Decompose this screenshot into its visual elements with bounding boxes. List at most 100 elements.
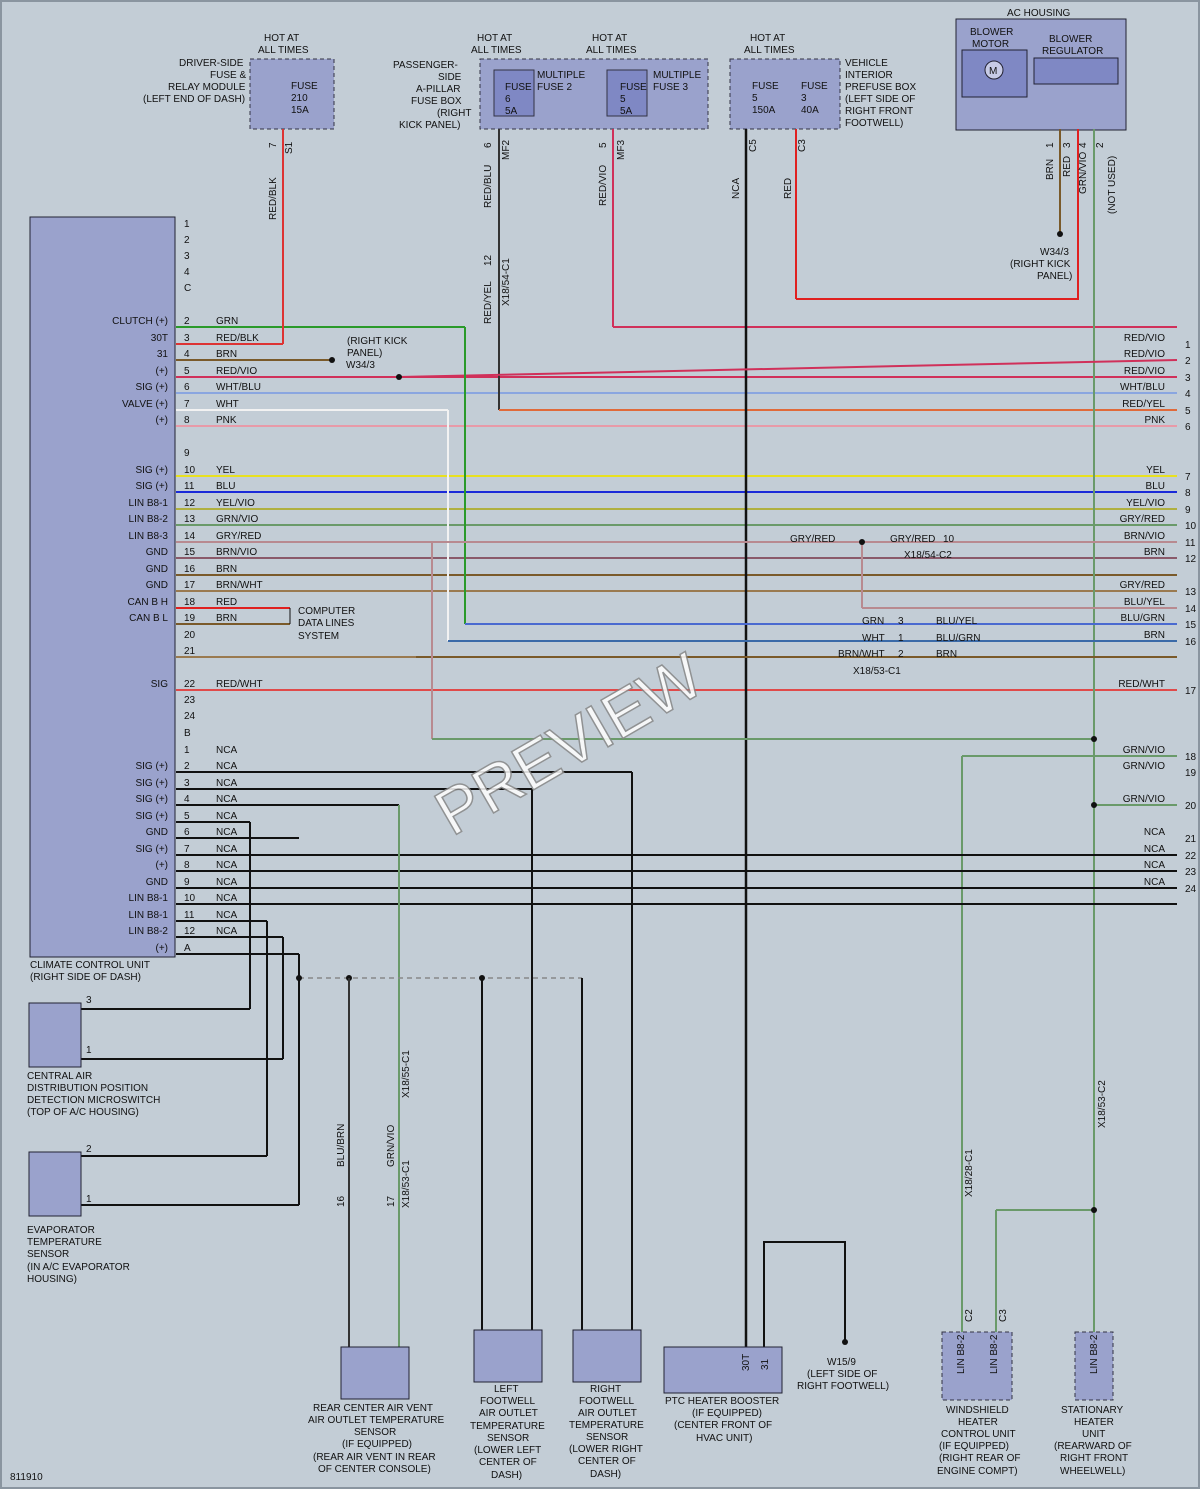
rear-vent-sensor bbox=[340, 1346, 410, 1400]
ccu-func-bot-8: GND bbox=[146, 877, 168, 888]
w34-left-label-2: PANEL) bbox=[347, 348, 382, 359]
wire-color-left-mid-4: GRN/VIO bbox=[216, 514, 258, 525]
mid-label-7: WHT bbox=[862, 633, 885, 644]
stationary-label-1: STATIONARY bbox=[1061, 1405, 1124, 1416]
fuse15-label-1: FUSE bbox=[291, 81, 318, 92]
right-fw-label-7: CENTER OF bbox=[578, 1456, 636, 1467]
mid-label-1: GRY/RED bbox=[890, 534, 935, 545]
w34-left-label-3: W34/3 bbox=[346, 360, 375, 371]
right-fw-label-5: SENSOR bbox=[586, 1432, 628, 1443]
row-num-bot-5: 21 bbox=[1185, 834, 1197, 845]
ccu-func-top-10: VALVE (+) bbox=[122, 399, 168, 410]
ccu-func-bot-10: LIN B8-1 bbox=[129, 910, 169, 921]
right-fw-label-3: AIR OUTLET bbox=[578, 1408, 637, 1419]
wire-color-right-bot-0: GRN/VIO bbox=[1123, 745, 1165, 756]
rear-vent-label-1: REAR CENTER AIR VENT bbox=[313, 1403, 433, 1414]
row-num-bot-6: 22 bbox=[1185, 851, 1197, 862]
row-num-top-11: 6 bbox=[1185, 422, 1191, 433]
wire-color-left-bot-6: NCA bbox=[216, 844, 237, 855]
ccu-pin-top-2: 3 bbox=[184, 251, 190, 262]
ccu-pin-mid-14: 23 bbox=[184, 695, 196, 706]
ptc-label-2: (IF EQUIPPED) bbox=[692, 1408, 762, 1419]
wire-color-right-mid-5: BRN/VIO bbox=[1124, 531, 1165, 542]
ccu-func-bot-5: GND bbox=[146, 827, 168, 838]
wire-color-left-mid-6: BRN/VIO bbox=[216, 547, 257, 558]
wire-color-right-bot-1: GRN/VIO bbox=[1123, 761, 1165, 772]
ccu-func-top-6: 30T bbox=[151, 333, 168, 344]
wire-color-left-bot-11: NCA bbox=[216, 926, 237, 937]
prefuse-label-6: FOOTWELL) bbox=[845, 118, 903, 129]
vlabel-p17: 17 bbox=[386, 1195, 397, 1207]
row-num-bot-8: 24 bbox=[1185, 884, 1197, 895]
motor-icon-m: M bbox=[989, 66, 997, 77]
vlabel-redblk: RED/BLK bbox=[268, 177, 279, 220]
ccu-pin-mid-12: 21 bbox=[184, 646, 196, 657]
windshield-label-6: ENGINE COMPT) bbox=[937, 1466, 1018, 1477]
fuse6-label-1: FUSE bbox=[505, 82, 532, 93]
ccu-func-top-9: SIG (+) bbox=[135, 382, 168, 393]
w34-left-label-1: (RIGHT KICK bbox=[347, 336, 408, 347]
climate-control-unit bbox=[29, 216, 176, 958]
a-pillar-label-1: PASSENGER- bbox=[393, 60, 458, 71]
vlabel-x1854c1: X18/54-C1 bbox=[501, 258, 512, 306]
row-num-mid-6: 12 bbox=[1185, 554, 1197, 565]
fuse150-label-2: 5 bbox=[752, 93, 758, 104]
vlabel-c3b: C3 bbox=[998, 1309, 1009, 1322]
row-num-mid-9: 14 bbox=[1185, 604, 1197, 615]
fuse40-label-3: 40A bbox=[801, 105, 819, 116]
windshield-label-1: WINDSHIELD bbox=[946, 1405, 1009, 1416]
ccu-pin-mid-13: 22 bbox=[184, 679, 196, 690]
w15-label-1: W15/9 bbox=[827, 1357, 856, 1368]
ccu-label-2: (RIGHT SIDE OF DASH) bbox=[30, 972, 141, 983]
mid-label-8: 1 bbox=[898, 633, 904, 644]
right-fw-label-8: DASH) bbox=[590, 1469, 621, 1480]
ccu-func-bot-12: (+) bbox=[156, 943, 169, 954]
row-num-bot-0: 18 bbox=[1185, 752, 1197, 763]
wire-color-left-mid-9: RED bbox=[216, 597, 237, 608]
wire-color-left-bot-1: NCA bbox=[216, 761, 237, 772]
ground-w34-top bbox=[1057, 231, 1063, 237]
ccu-func-mid-4: LIN B8-2 bbox=[129, 514, 169, 525]
w15-label-2: (LEFT SIDE OF bbox=[807, 1369, 877, 1380]
vlabel-pin12: 12 bbox=[483, 254, 494, 266]
wire-color-left-bot-5: NCA bbox=[216, 827, 237, 838]
vlabel-x1855c1: X18/55-C1 bbox=[401, 1050, 412, 1098]
ccu-func-mid-7: GND bbox=[146, 564, 168, 575]
ccu-pin-bot-2: 3 bbox=[184, 778, 190, 789]
a-pillar-label-4: FUSE BOX bbox=[411, 96, 462, 107]
fuse5a-label-2: 5 bbox=[620, 94, 626, 105]
ccu-func-bot-3: SIG (+) bbox=[135, 794, 168, 805]
not-used-label: (NOT USED) bbox=[1107, 156, 1118, 214]
ccu-pin-mid-11: 20 bbox=[184, 630, 196, 641]
w15-label-3: RIGHT FOOTWELL) bbox=[797, 1381, 889, 1392]
stationary-label-5: RIGHT FRONT bbox=[1060, 1453, 1128, 1464]
vlabel-p3: 3 bbox=[1062, 142, 1073, 148]
w34-top-label-3: PANEL) bbox=[1037, 271, 1072, 282]
wire-color-left-bot-2: NCA bbox=[216, 778, 237, 789]
vlabel-redyel: RED/YEL bbox=[483, 281, 494, 324]
splice-g1 bbox=[296, 975, 302, 981]
prefuse-label-2: INTERIOR bbox=[845, 70, 893, 81]
ccu-func-mid-1: SIG (+) bbox=[135, 465, 168, 476]
diagram-id: 811910 bbox=[10, 1472, 43, 1483]
ac-housing-label: AC HOUSING bbox=[1007, 8, 1071, 19]
wire-color-right-bot-3: GRN/VIO bbox=[1123, 794, 1165, 805]
row-num-top-8: 3 bbox=[1185, 373, 1191, 384]
ccu-label-1: CLIMATE CONTROL UNIT bbox=[30, 960, 150, 971]
ms-pin-1: 1 bbox=[86, 1045, 92, 1056]
stationary-heater-unit bbox=[1074, 1331, 1114, 1401]
wire-color-right-mid-8: GRY/RED bbox=[1120, 580, 1165, 591]
ptc-label-3: (CENTER FRONT OF bbox=[674, 1420, 772, 1431]
row-num-top-9: 4 bbox=[1185, 389, 1191, 400]
microswitch bbox=[28, 1002, 82, 1068]
wire-color-right-top-11: PNK bbox=[1144, 415, 1165, 426]
ccu-pin-bot-8: 9 bbox=[184, 877, 190, 888]
evap-label-5: HOUSING) bbox=[27, 1274, 77, 1285]
fuse15-label-3: 15A bbox=[291, 105, 309, 116]
vlabel-nca: NCA bbox=[731, 178, 742, 199]
wire-color-left-top-9: WHT/BLU bbox=[216, 382, 261, 393]
right-fw-label-4: TEMPERATURE bbox=[569, 1420, 644, 1431]
ccu-pin-mid-7: 16 bbox=[184, 564, 196, 575]
hot-label-d2: ALL TIMES bbox=[744, 45, 795, 56]
w34-top-label-2: (RIGHT KICK bbox=[1010, 259, 1071, 270]
